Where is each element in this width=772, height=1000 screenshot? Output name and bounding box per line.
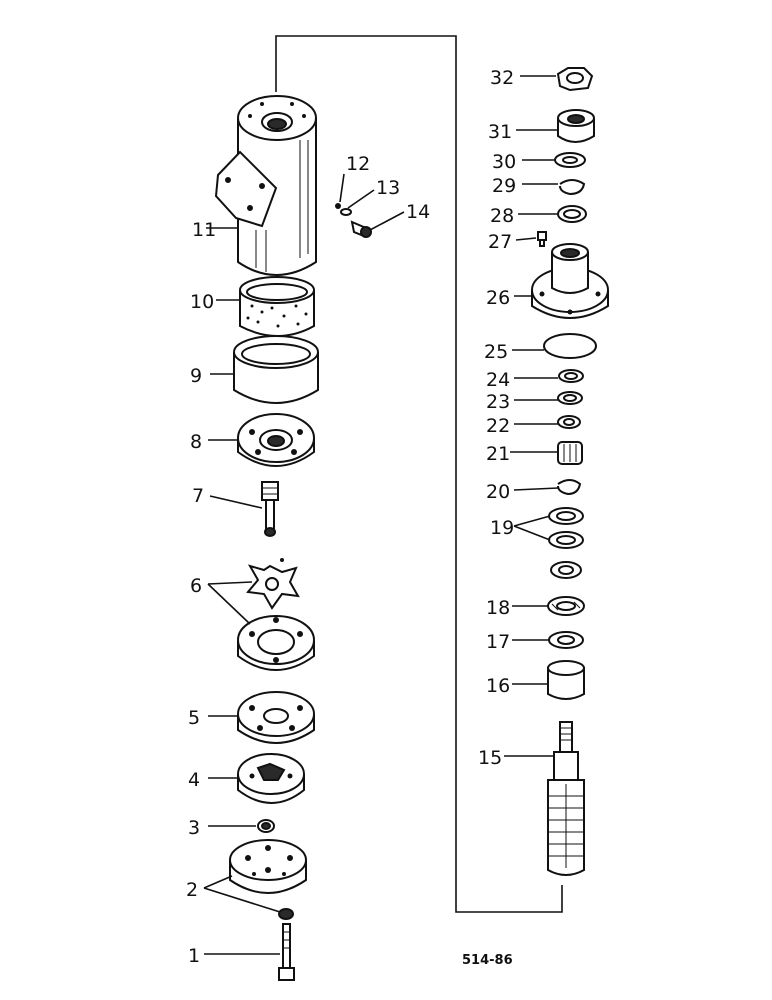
callout-1: 1 — [188, 945, 200, 967]
callout-27: 27 — [488, 231, 512, 253]
part-28-ring — [557, 205, 587, 223]
callout-14: 14 — [406, 201, 430, 223]
callout-28: 28 — [490, 205, 514, 227]
part-8-plate — [237, 413, 315, 467]
part-7-drive-shaft — [261, 481, 279, 537]
assembly-bracket — [275, 35, 563, 913]
callout-20: 20 — [486, 481, 510, 503]
part-15-spool-shaft — [547, 721, 585, 876]
callout-22: 22 — [486, 415, 510, 437]
part-22-ring — [557, 415, 581, 429]
callout-17: 17 — [486, 631, 510, 653]
part-24-ring — [558, 369, 584, 383]
callout-19: 19 — [490, 517, 514, 539]
callout-11: 11 — [192, 219, 216, 241]
part-30-washer — [554, 152, 586, 168]
part-2-end-cover — [229, 839, 307, 920]
part-3-nut — [257, 819, 275, 833]
callout-25: 25 — [484, 341, 508, 363]
callout-31: 31 — [488, 121, 512, 143]
part-21-needle-bearing — [557, 441, 583, 465]
part-25-o-ring — [543, 333, 597, 359]
part-26-mounting-flange — [531, 243, 609, 319]
callout-13: 13 — [376, 177, 400, 199]
part-27-screw — [537, 231, 547, 247]
part-19-races — [548, 507, 584, 579]
part-31-bearing — [557, 109, 595, 143]
callout-8: 8 — [190, 431, 202, 453]
callout-9: 9 — [190, 365, 202, 387]
part-23-ring — [557, 391, 583, 405]
part-6-rotor-set — [237, 558, 315, 671]
part-1-bolt — [278, 923, 295, 981]
callout-15: 15 — [478, 747, 502, 769]
callout-32: 32 — [490, 67, 514, 89]
callout-16: 16 — [486, 675, 510, 697]
callout-5: 5 — [188, 707, 200, 729]
part-13-seal — [340, 208, 352, 216]
part-17-washer — [548, 631, 584, 649]
callout-29: 29 — [492, 175, 516, 197]
callout-6: 6 — [190, 575, 202, 597]
callout-4: 4 — [188, 769, 200, 791]
part-11-housing — [214, 95, 317, 276]
leader-lines — [203, 75, 559, 955]
part-18-thrust-bearing — [547, 596, 585, 616]
part-9-sleeve — [233, 335, 319, 404]
callout-26: 26 — [486, 287, 510, 309]
part-20-snap-ring — [557, 479, 582, 496]
part-10-ring — [239, 276, 315, 337]
callout-2: 2 — [186, 879, 198, 901]
callout-10: 10 — [190, 291, 214, 313]
callout-18: 18 — [486, 597, 510, 619]
figure-code: 514-86 — [462, 953, 513, 968]
callout-24: 24 — [486, 369, 510, 391]
part-12-ball — [335, 203, 341, 209]
callout-12: 12 — [346, 153, 370, 175]
part-14-plug — [350, 220, 372, 238]
callout-7: 7 — [192, 485, 204, 507]
part-32-nut — [556, 67, 594, 92]
callout-23: 23 — [486, 391, 510, 413]
part-5-plate — [237, 691, 315, 744]
callout-21: 21 — [486, 443, 510, 465]
callout-30: 30 — [492, 151, 516, 173]
callout-labels: 1 2 3 4 5 6 7 8 9 10 11 12 13 14 15 16 1… — [186, 67, 516, 967]
part-29-snap-ring — [559, 179, 586, 196]
part-4-valve-plate — [237, 753, 305, 804]
callout-3: 3 — [188, 817, 200, 839]
part-16-bushing — [547, 660, 585, 700]
